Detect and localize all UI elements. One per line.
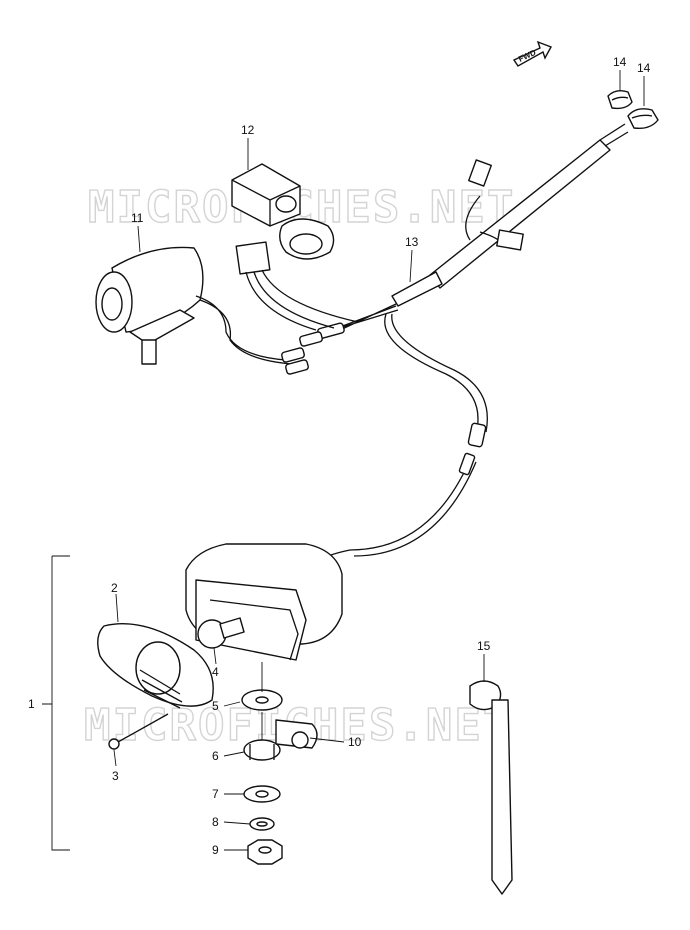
cap-part-14-right [627, 108, 659, 130]
callout-1: 1 [28, 697, 35, 711]
switch-part-12 [231, 163, 359, 331]
callout-6: 6 [212, 749, 219, 763]
leader-10 [309, 737, 345, 743]
callout-13: 13 [405, 235, 419, 249]
bulb-part-4 [197, 617, 245, 649]
callout-4: 4 [212, 665, 219, 679]
leader-6 [223, 751, 245, 757]
callout-8: 8 [212, 815, 219, 829]
callout-10: 10 [348, 735, 362, 749]
washer-part-5 [241, 689, 283, 711]
callout-3: 3 [112, 769, 119, 783]
screw-part-3 [108, 713, 169, 750]
cap-part-14-left [607, 89, 633, 110]
leader-11 [137, 225, 141, 253]
callout-5: 5 [212, 699, 219, 713]
callout-11: 11 [131, 211, 144, 225]
callout-9: 9 [212, 843, 219, 857]
cable-tie-part-15 [469, 680, 513, 895]
washer-part-7 [243, 785, 281, 803]
callout-7: 7 [212, 787, 219, 801]
tail-lamp-housing [185, 543, 343, 661]
callout-2: 2 [111, 581, 118, 595]
fwd-arrow-icon: FWD [512, 40, 552, 67]
bracket-part-6 [243, 739, 281, 761]
leader-4 [213, 647, 217, 665]
callout-14-left: 14 [613, 55, 627, 69]
leader-8 [223, 821, 251, 825]
leader-2 [115, 593, 119, 623]
callout-14-right: 14 [637, 61, 651, 75]
lens-part-2 [97, 623, 214, 709]
lock-washer-part-8 [249, 817, 275, 831]
leader-5 [223, 701, 241, 707]
clamp-part-10 [275, 719, 318, 749]
bracket-1 [42, 555, 70, 851]
leader-3 [113, 749, 117, 767]
nut-part-9 [247, 839, 283, 865]
leader-13 [409, 249, 413, 283]
callout-12: 12 [241, 123, 255, 137]
callout-15: 15 [477, 639, 491, 653]
lamp-part-11 [95, 246, 309, 375]
